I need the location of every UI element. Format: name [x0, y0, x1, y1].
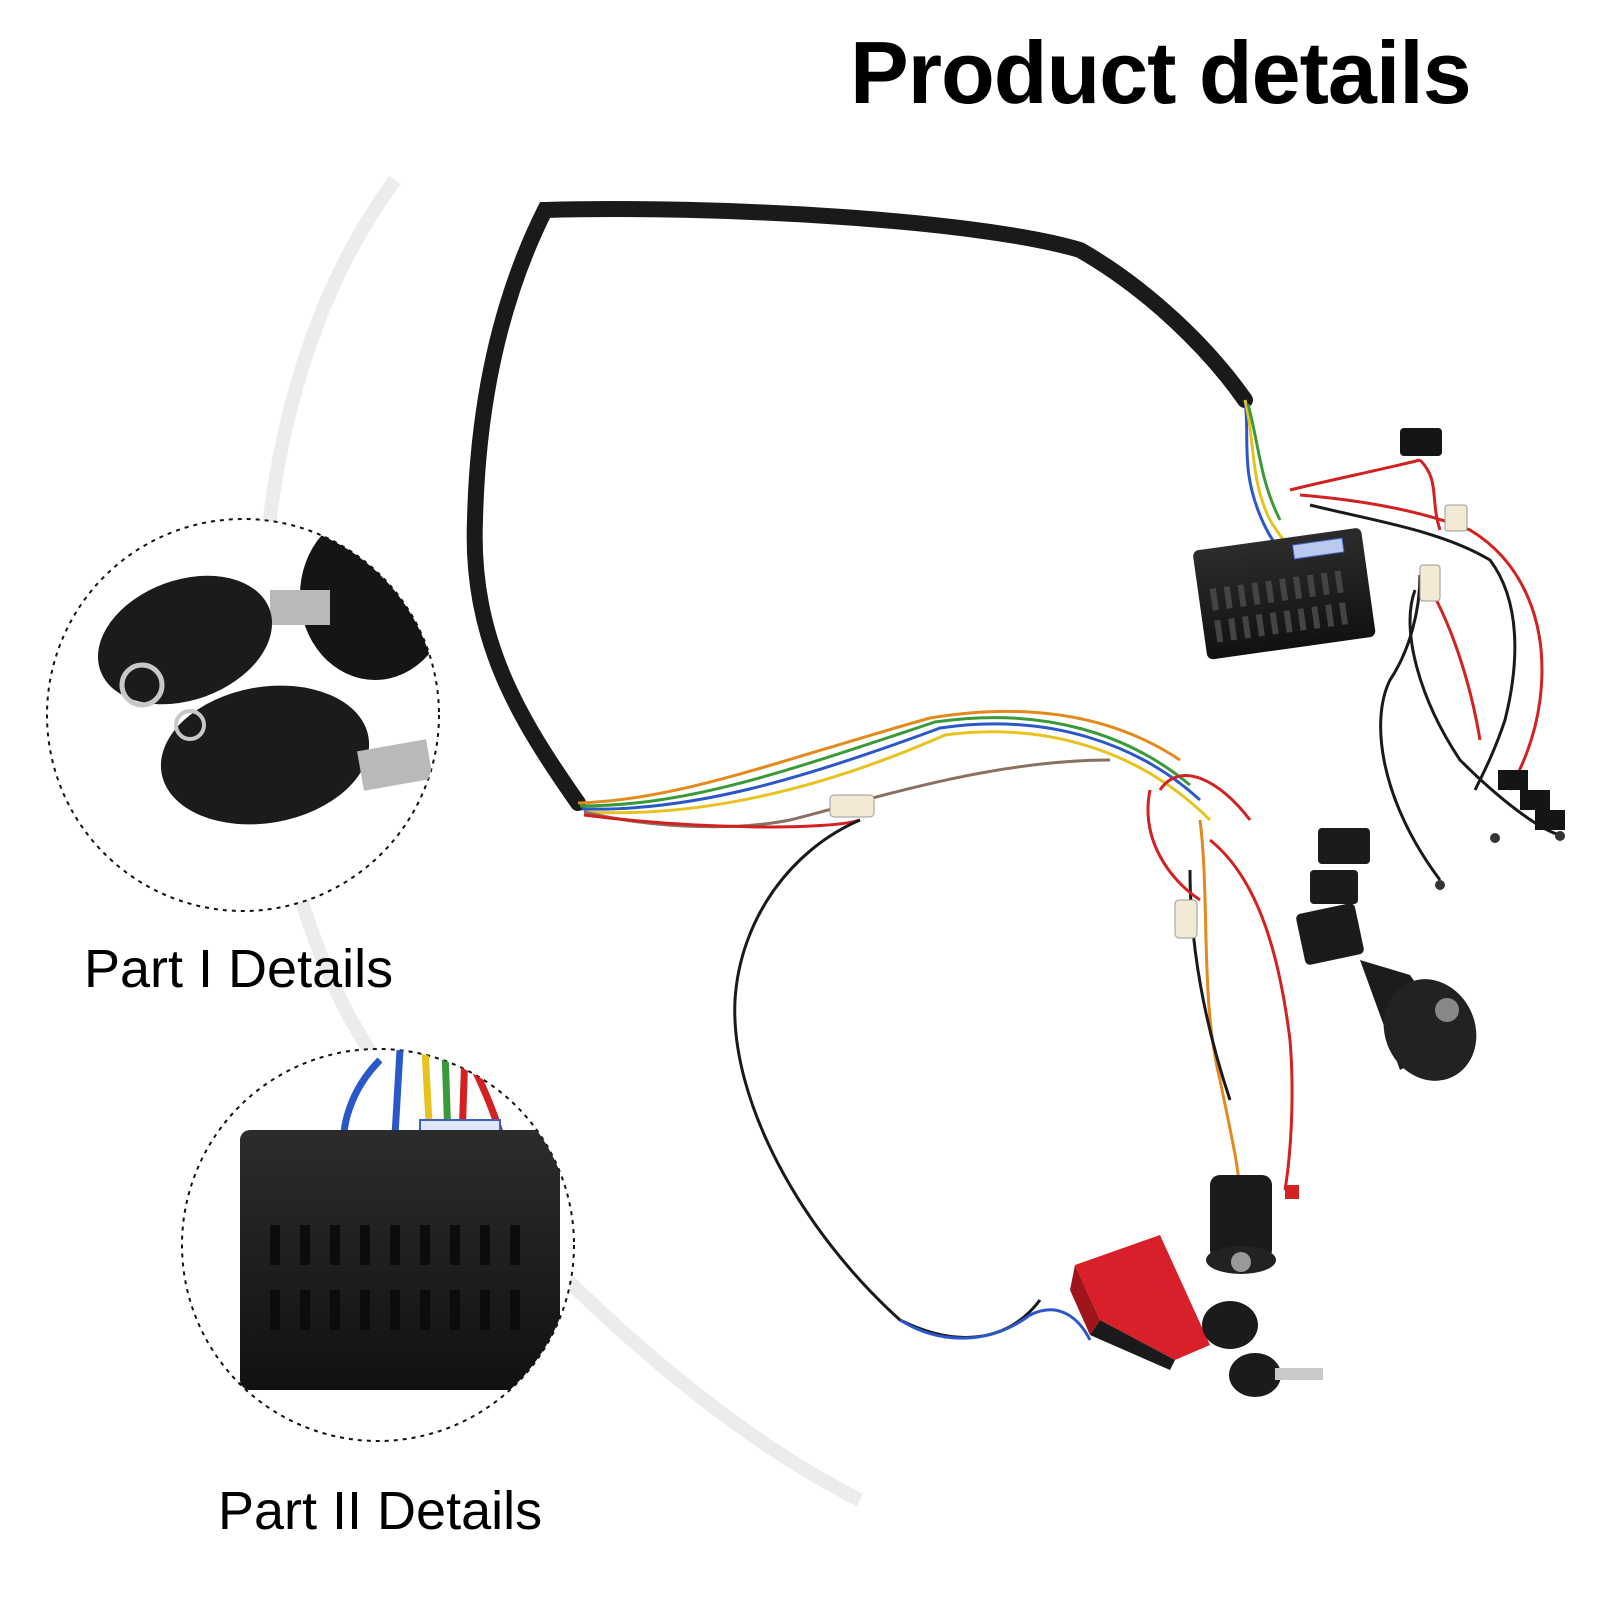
wiring-harness-icon: [466, 201, 1565, 1341]
part-two-detail-circle: [181, 1048, 575, 1442]
control-box-connector-icon: [240, 1049, 560, 1390]
page-title: Product details: [850, 23, 1472, 122]
key-fob-icon: [97, 519, 439, 825]
key-switch-icon: [1202, 1175, 1323, 1397]
gear-shifter-icon: [1360, 960, 1477, 1081]
part-one-caption: Part I Details: [84, 939, 394, 999]
foot-pedal-icon: [1070, 1235, 1210, 1370]
part-one-detail-circle: [46, 518, 440, 912]
background-arc: [256, 175, 864, 1507]
part-two-caption: Part II Details: [218, 1481, 543, 1541]
rocker-switch-icon: [1296, 828, 1370, 965]
